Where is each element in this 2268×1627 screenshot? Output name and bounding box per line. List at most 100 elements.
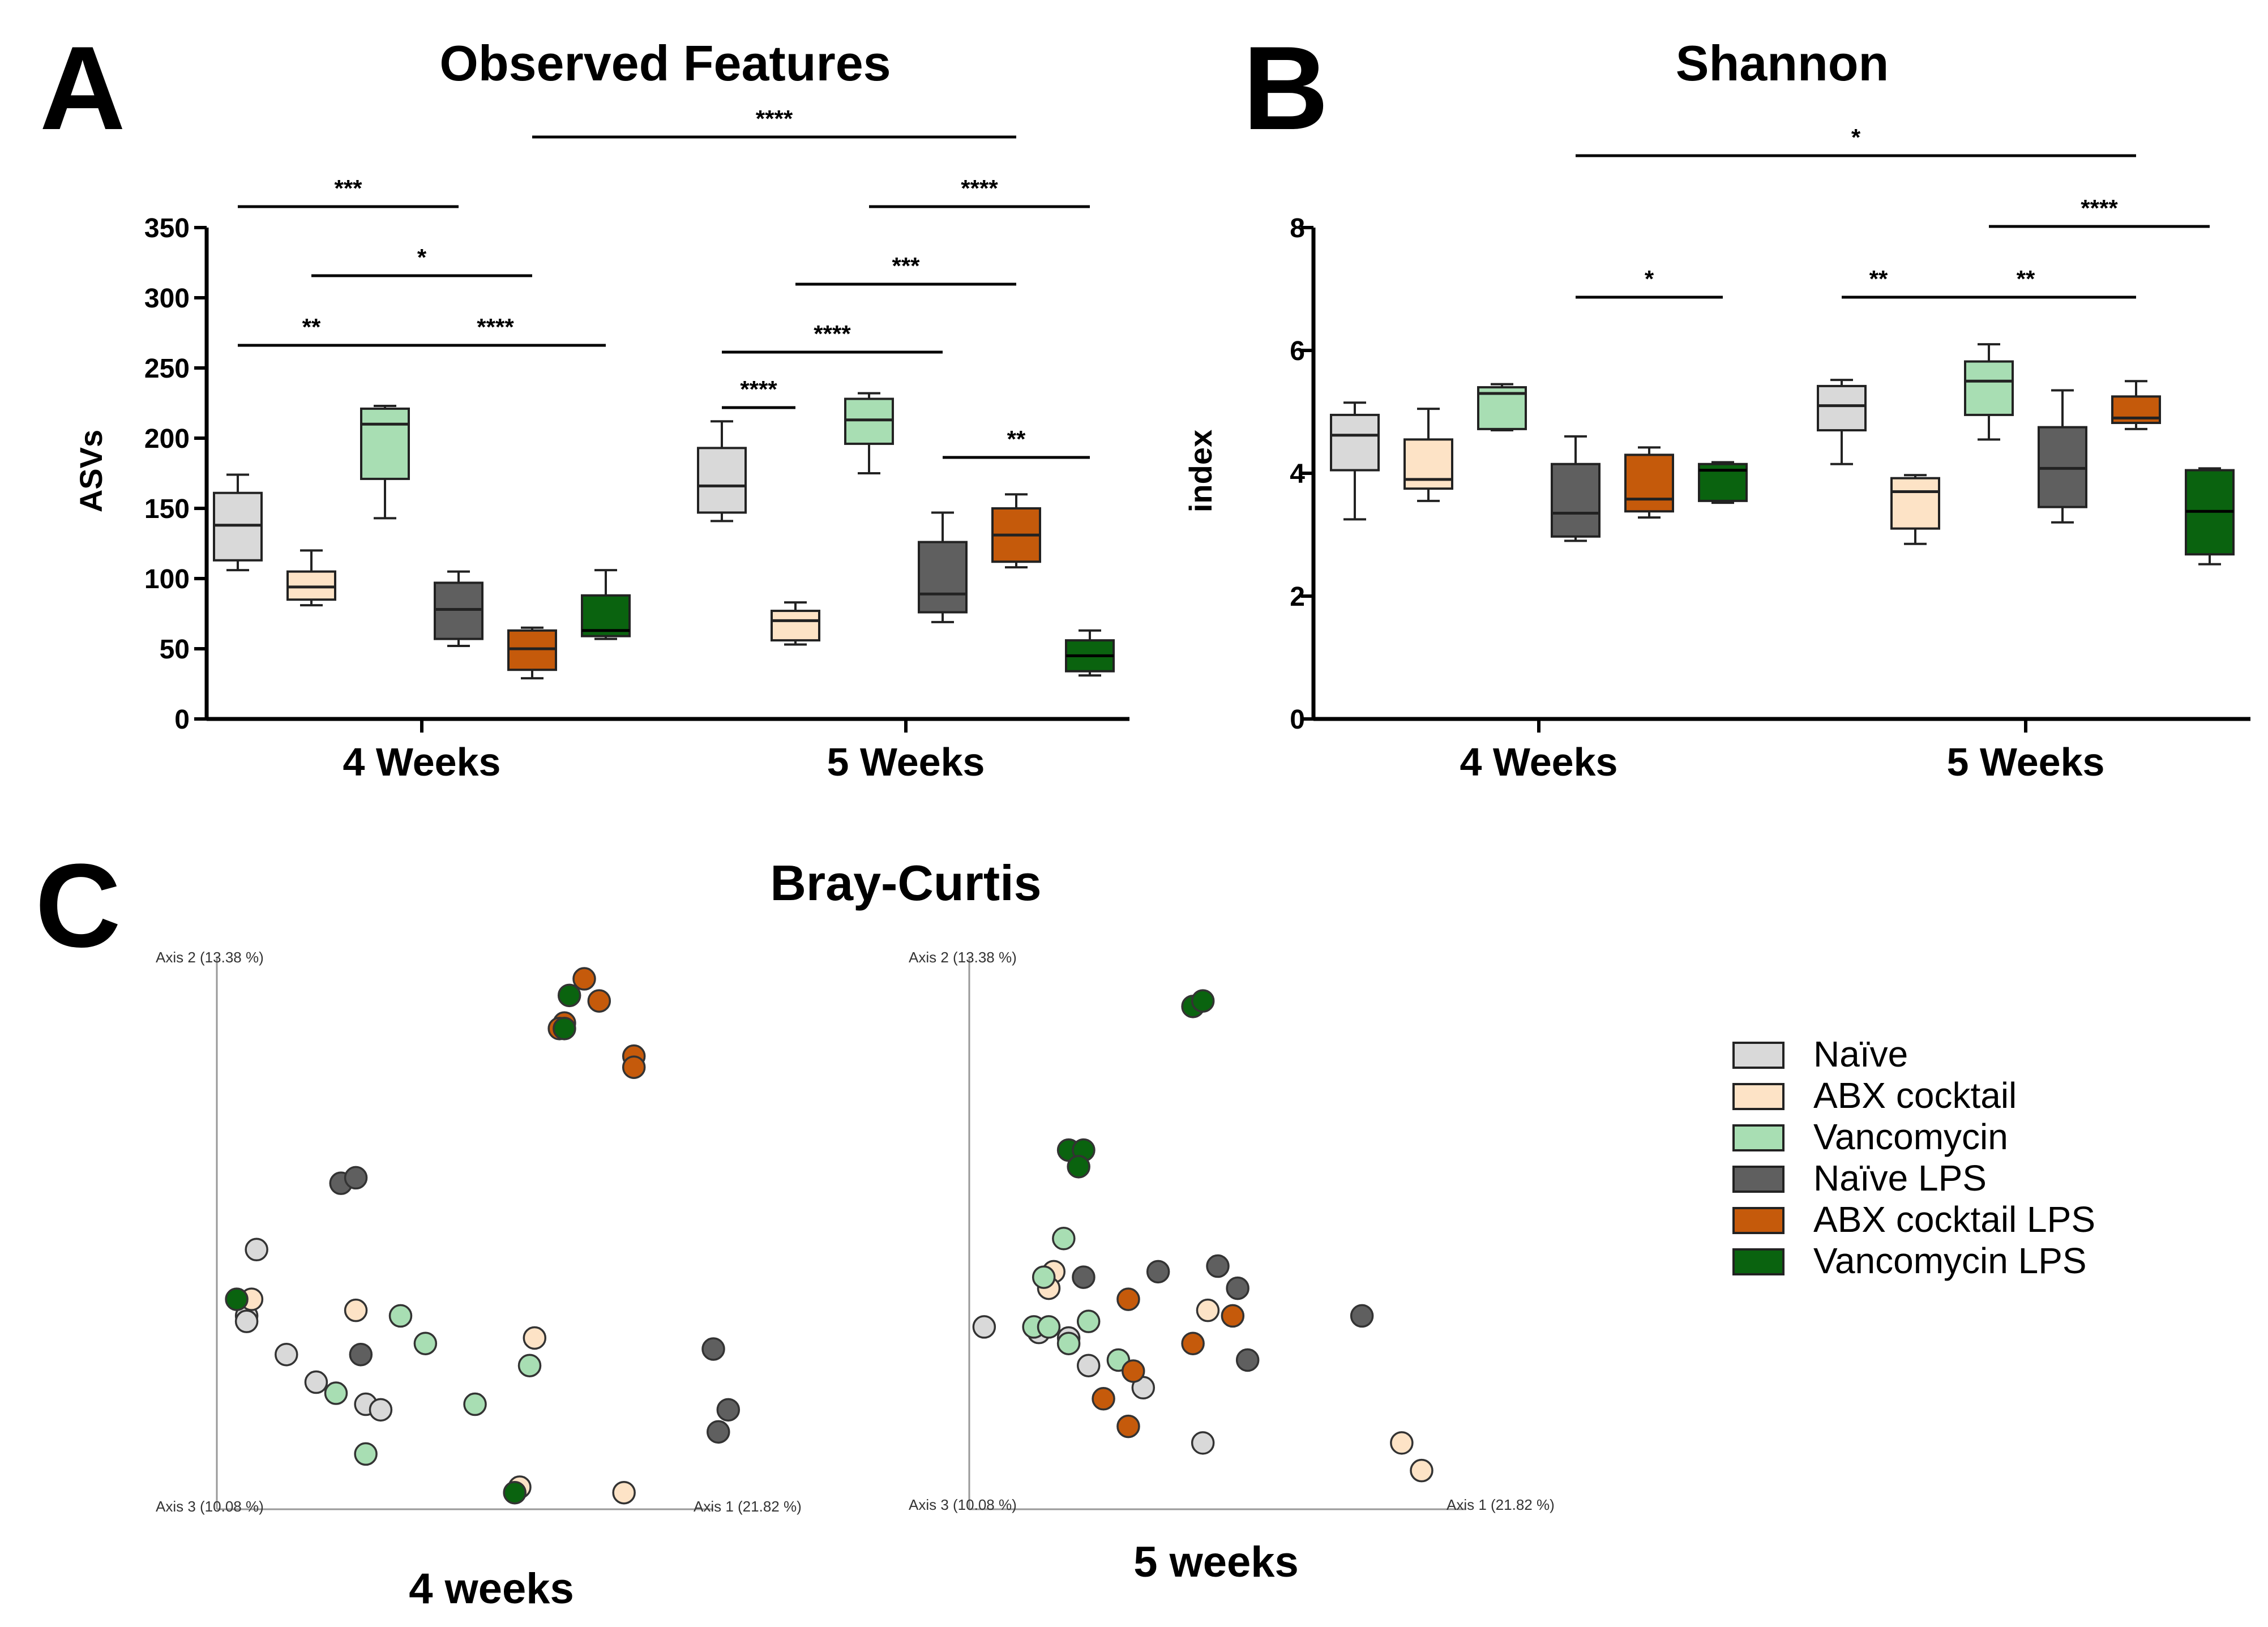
panel-a-significance-label: **** (740, 376, 777, 403)
legend-swatch (1732, 1248, 1785, 1275)
panel-b-y-tick-label: 8 (1290, 213, 1305, 243)
panel-a-box (771, 610, 820, 642)
pcoa-4w-point (344, 1298, 368, 1322)
panel-b-significance-label: **** (2081, 195, 2118, 221)
panel-b-box (1330, 413, 1380, 472)
pcoa-5w-point (1191, 1431, 1215, 1455)
pcoa-4w-point (553, 1017, 576, 1041)
panel-b-category-label: 4 Weeks (1460, 740, 1618, 784)
pcoa-4w-point (716, 1398, 741, 1422)
panel-b-box (1817, 384, 1867, 432)
pcoa-4w-point (572, 967, 596, 991)
panel-a-y-tick-label: 350 (144, 213, 190, 243)
pcoa-5w-point (1056, 1331, 1081, 1355)
pcoa-4w-axis1-label: Axis 1 (21.82 %) (694, 1498, 802, 1515)
panel-a-box (360, 407, 410, 480)
pcoa-5w-point (1037, 1315, 1061, 1339)
pcoa-4w-point (587, 989, 611, 1013)
legend-swatch (1732, 1083, 1785, 1110)
panel-a-y-tick-label: 200 (144, 424, 190, 454)
pcoa-5w-point (1390, 1431, 1414, 1455)
panel-b-box (1890, 477, 1940, 530)
pcoa-5w-point (1410, 1458, 1433, 1483)
legend-swatch (1732, 1042, 1785, 1069)
pcoa-4w-point (349, 1342, 373, 1367)
pcoa-5w-axis3-label: Axis 3 (10.08 %) (909, 1496, 1017, 1513)
panel-letter-c: C (35, 839, 121, 972)
panel-a-significance-label: * (417, 244, 427, 271)
legend-label: Vancomycin (1813, 1116, 2008, 1157)
panel-b-significance-label: * (1851, 124, 1861, 151)
pcoa-4w-point (701, 1337, 725, 1361)
panel-b-box (1551, 463, 1601, 538)
pcoa-5w-point (1121, 1359, 1145, 1383)
pcoa-4w-axis3-label: Axis 3 (10.08 %) (156, 1498, 264, 1515)
pcoa-4w-point (388, 1304, 413, 1328)
pcoa-5w-axis1-label: Axis 1 (21.82 %) (1447, 1496, 1555, 1513)
pcoa-5w-point (1146, 1260, 1170, 1284)
legend-label: Vancomycin LPS (1813, 1240, 2087, 1281)
panel-letter-b: B (1243, 22, 1329, 155)
panel-a-y-tick-label: 0 (174, 705, 190, 735)
panel-b-significance-label: ** (1869, 266, 1888, 292)
panel-b-box (1624, 453, 1674, 513)
pcoa-5w-point (1196, 1298, 1220, 1322)
pcoa-4w-point (557, 983, 581, 1008)
panel-b-y-tick-label: 2 (1290, 582, 1305, 612)
legend-swatch (1732, 1166, 1785, 1193)
panel-a-significance-label: ** (302, 314, 321, 340)
pcoa-4w-point (523, 1326, 547, 1350)
pcoa-4w-point (369, 1398, 393, 1422)
pcoa-5w-point (1191, 989, 1215, 1013)
panel-a-y-tick-label: 100 (144, 564, 190, 594)
pcoa-5w-point (1221, 1304, 1245, 1328)
pcoa-5w-point (1206, 1254, 1230, 1278)
pcoa-4w-point (324, 1381, 348, 1405)
legend-swatch (1732, 1124, 1785, 1151)
pcoa-4w-point (707, 1420, 730, 1444)
pcoa-4w-caption: 4 weeks (409, 1565, 574, 1613)
pcoa-4w-axis2-label: Axis 2 (13.38 %) (156, 949, 264, 966)
pcoa-5w-point (1350, 1304, 1374, 1328)
panel-a-category-label: 5 Weeks (827, 740, 985, 784)
pcoa-5w-point (1116, 1287, 1140, 1311)
pcoa-4w-point (245, 1238, 268, 1262)
pcoa-4w-point (517, 1354, 542, 1377)
panel-a-box (697, 447, 747, 514)
panel-b-y-tick-label: 6 (1290, 336, 1305, 366)
panel-a-y-tick-label: 300 (144, 284, 190, 314)
pcoa-5w-point (972, 1315, 996, 1339)
pcoa-4w-point (234, 1309, 259, 1333)
pcoa-5w-point (1067, 1155, 1090, 1179)
panel-letter-a: A (40, 22, 126, 155)
pcoa-5w-point (1076, 1309, 1101, 1333)
pcoa-5w-point (1072, 1265, 1096, 1289)
legend-label: ABX cocktail (1813, 1075, 2017, 1116)
panel-a-y-tick-label: 250 (144, 354, 190, 384)
legend-label: ABX cocktail LPS (1813, 1199, 2095, 1240)
panel-a-significance-label: *** (892, 252, 920, 279)
pcoa-5w-point (1052, 1227, 1076, 1251)
panel-a-significance-label: **** (961, 175, 998, 202)
pcoa-5w-point (1116, 1414, 1140, 1438)
pcoa-5w-point (1076, 1354, 1101, 1377)
panel-a-category-label: 4 Weeks (343, 740, 501, 784)
legend-label: Naïve (1813, 1034, 1908, 1074)
panel-a-y-tick-label: 150 (144, 494, 190, 524)
panel-b-box (1403, 438, 1453, 490)
pcoa-5w-point (1092, 1387, 1115, 1411)
panel-a-significance-label: **** (477, 314, 514, 340)
pcoa-5w-point (1226, 1276, 1249, 1300)
panel-a-ylabel: ASVs (73, 430, 109, 512)
legend-swatch (1732, 1207, 1785, 1234)
pcoa-4w-point (275, 1342, 298, 1367)
pcoa-5w-axis2-label: Axis 2 (13.38 %) (909, 949, 1017, 966)
panel-c-title: Bray-Curtis (770, 855, 1041, 911)
legend-label: Naïve LPS (1813, 1158, 1987, 1198)
pcoa-4w-point (463, 1392, 487, 1416)
panel-a-plot: 050100150200250300350*******************… (144, 105, 1129, 735)
pcoa-plot-5-weeks (968, 957, 1466, 1510)
pcoa-4w-point (612, 1480, 636, 1505)
